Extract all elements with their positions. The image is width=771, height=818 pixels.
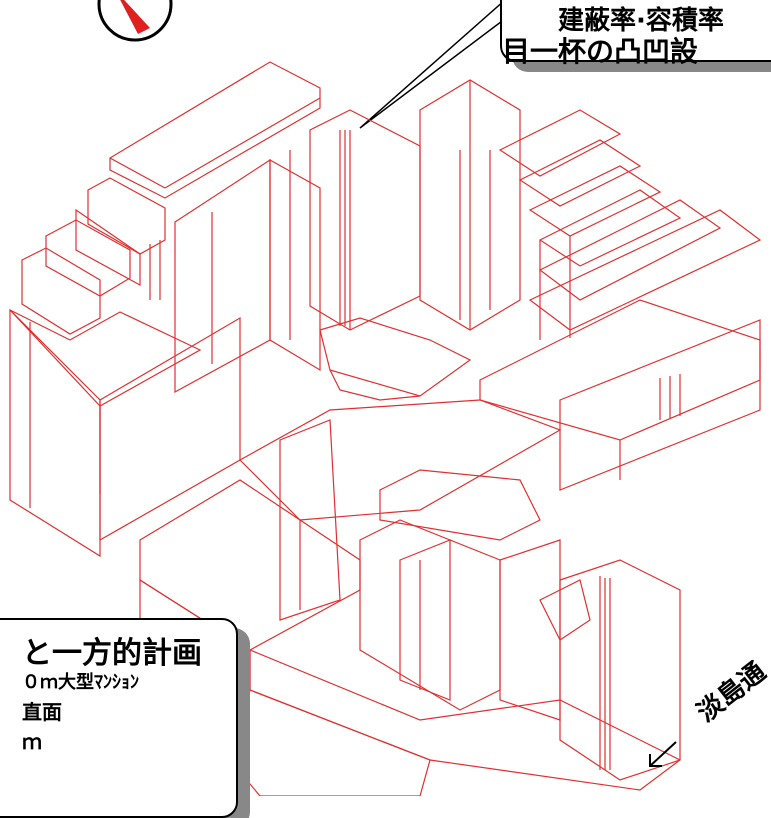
- callout-top-line1: 建蔽率·容積率: [558, 6, 724, 36]
- callout-bottom-line2: ０ｍ大型ﾏﾝｼｮﾝ: [22, 672, 139, 693]
- isometric-building-diagram: [9, 0, 762, 796]
- callout-bottom: と一方的計画 ０ｍ大型ﾏﾝｼｮﾝ 直面 ｍ: [0, 618, 238, 818]
- building-outlines: [9, 61, 762, 796]
- callout-pointer: [359, 0, 532, 129]
- callout-top-line2: 目一杯の凸凹設: [502, 35, 699, 68]
- compass-icon: [97, 0, 173, 42]
- road-arrow-icon: [649, 741, 677, 767]
- callout-bottom-line3: 直面: [22, 700, 62, 724]
- callout-top: 建蔽率·容積率 目一杯の凸凹設: [500, 0, 771, 68]
- callout-bottom-line1: と一方的計画: [22, 636, 202, 671]
- callout-bottom-line4: ｍ: [22, 730, 42, 754]
